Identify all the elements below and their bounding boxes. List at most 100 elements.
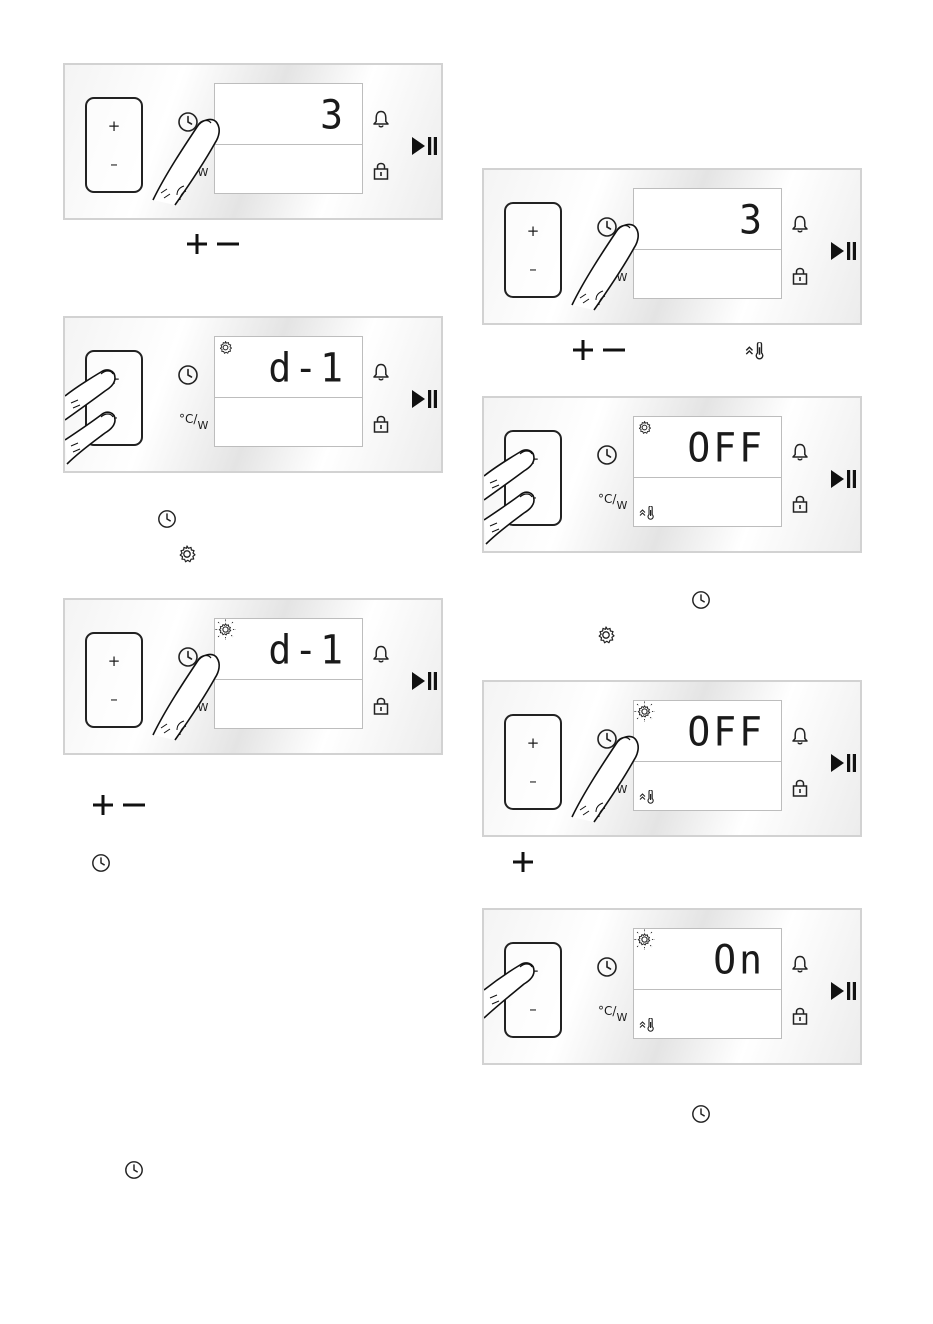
play-pause-icon[interactable] <box>830 753 858 773</box>
clock-icon <box>91 853 111 873</box>
minus-key[interactable]: – <box>506 490 560 505</box>
plus-minus-keypad[interactable]: + – <box>504 202 562 298</box>
lcd-value: d-1 <box>268 630 346 670</box>
temperature-unit-key[interactable]: °C/W <box>598 1005 627 1018</box>
bell-icon[interactable] <box>791 726 809 746</box>
plus-key[interactable]: + <box>506 224 560 239</box>
plus-minus-keypad[interactable]: + – <box>504 714 562 810</box>
lcd-display: d-1 <box>214 618 363 729</box>
play-pause-icon[interactable] <box>411 671 439 691</box>
temperature-unit-key[interactable]: °C/W <box>179 160 208 173</box>
plus-minus-keypad[interactable]: + – <box>85 632 143 728</box>
plus-minus-icon <box>92 794 146 816</box>
plus-minus-keypad[interactable]: + – <box>85 350 143 446</box>
bell-icon[interactable] <box>372 362 390 382</box>
clock-icon[interactable] <box>177 646 199 668</box>
clock-icon <box>124 1160 144 1180</box>
plus-key[interactable]: + <box>87 654 141 669</box>
bell-icon[interactable] <box>791 214 809 234</box>
control-panel-1: + – °C/W 3 <box>63 63 443 220</box>
plus-minus-keypad[interactable]: + – <box>85 97 143 193</box>
clock-icon[interactable] <box>177 111 199 133</box>
lock-icon[interactable] <box>373 414 389 433</box>
plus-minus-keypad[interactable]: + – <box>504 942 562 1038</box>
lcd-divider <box>634 477 781 478</box>
bell-icon[interactable] <box>372 644 390 664</box>
lcd-divider <box>634 761 781 762</box>
plus-icon <box>512 851 534 873</box>
clock-icon <box>157 509 177 529</box>
unit-w-label: W <box>616 499 627 512</box>
unit-w-label: W <box>616 1011 627 1024</box>
plus-key[interactable]: + <box>87 119 141 134</box>
plus-key[interactable]: + <box>506 452 560 467</box>
plus-key[interactable]: + <box>87 372 141 387</box>
lock-icon[interactable] <box>792 778 808 797</box>
control-panel-6: + – °C/W OFF <box>482 680 862 837</box>
thermometer-icon <box>639 506 655 520</box>
celsius-label: °C <box>598 492 612 506</box>
plus-minus-keypad[interactable]: + – <box>504 430 562 526</box>
lcd-value: 3 <box>320 95 346 135</box>
lock-icon[interactable] <box>792 1006 808 1025</box>
temperature-unit-key[interactable]: °C/W <box>598 777 627 790</box>
clock-icon[interactable] <box>596 216 618 238</box>
bell-icon[interactable] <box>372 109 390 129</box>
minus-key[interactable]: – <box>87 157 141 172</box>
unit-w-label: W <box>616 783 627 796</box>
lock-icon[interactable] <box>373 161 389 180</box>
lcd-divider <box>215 397 362 398</box>
play-pause-icon[interactable] <box>411 136 439 156</box>
minus-key[interactable]: – <box>506 262 560 277</box>
control-panel-5: + – °C/W OFF <box>482 396 862 553</box>
minus-key[interactable]: – <box>87 692 141 707</box>
control-panel-7: + – °C/W On <box>482 908 862 1065</box>
minus-key[interactable]: – <box>506 774 560 789</box>
thermometer-icon <box>745 342 765 360</box>
control-panel-2: + – °C/W d-1 <box>63 316 443 473</box>
gear-flashing-icon <box>215 619 236 640</box>
unit-w-label: W <box>197 701 208 714</box>
temperature-unit-key[interactable]: °C/W <box>598 265 627 278</box>
lcd-value: d-1 <box>268 348 346 388</box>
gear-flashing-icon <box>634 929 655 950</box>
temperature-unit-key[interactable]: °C/W <box>598 493 627 506</box>
plus-key[interactable]: + <box>506 964 560 979</box>
lcd-display: d-1 <box>214 336 363 447</box>
play-pause-icon[interactable] <box>830 469 858 489</box>
plus-key[interactable]: + <box>506 736 560 751</box>
clock-icon[interactable] <box>177 364 199 386</box>
lock-icon[interactable] <box>792 494 808 513</box>
lcd-display: 3 <box>214 83 363 194</box>
minus-key[interactable]: – <box>87 410 141 425</box>
celsius-label: °C <box>598 1004 612 1018</box>
lcd-divider <box>215 679 362 680</box>
lcd-value: 3 <box>739 200 765 240</box>
minus-key[interactable]: – <box>506 1002 560 1017</box>
lcd-value: On <box>713 940 765 980</box>
control-panel-4: + – °C/W 3 <box>482 168 862 325</box>
lcd-display: OFF <box>633 416 782 527</box>
celsius-label: °C <box>598 264 612 278</box>
unit-w-label: W <box>616 271 627 284</box>
bell-icon[interactable] <box>791 442 809 462</box>
lock-icon[interactable] <box>792 266 808 285</box>
gear-icon <box>596 625 616 645</box>
lock-icon[interactable] <box>373 696 389 715</box>
control-panel-3: + – °C/W d-1 <box>63 598 443 755</box>
temperature-unit-key[interactable]: °C/W <box>179 695 208 708</box>
celsius-label: °C <box>179 159 193 173</box>
clock-icon[interactable] <box>596 444 618 466</box>
clock-icon[interactable] <box>596 728 618 750</box>
bell-icon[interactable] <box>791 954 809 974</box>
play-pause-icon[interactable] <box>411 389 439 409</box>
plus-minus-icon <box>572 339 626 361</box>
thermometer-icon <box>639 790 655 804</box>
play-pause-icon[interactable] <box>830 241 858 261</box>
lcd-display: On <box>633 928 782 1039</box>
temperature-unit-key[interactable]: °C/W <box>179 413 208 426</box>
play-pause-icon[interactable] <box>830 981 858 1001</box>
clock-icon[interactable] <box>596 956 618 978</box>
unit-w-label: W <box>197 419 208 432</box>
celsius-label: °C <box>598 776 612 790</box>
